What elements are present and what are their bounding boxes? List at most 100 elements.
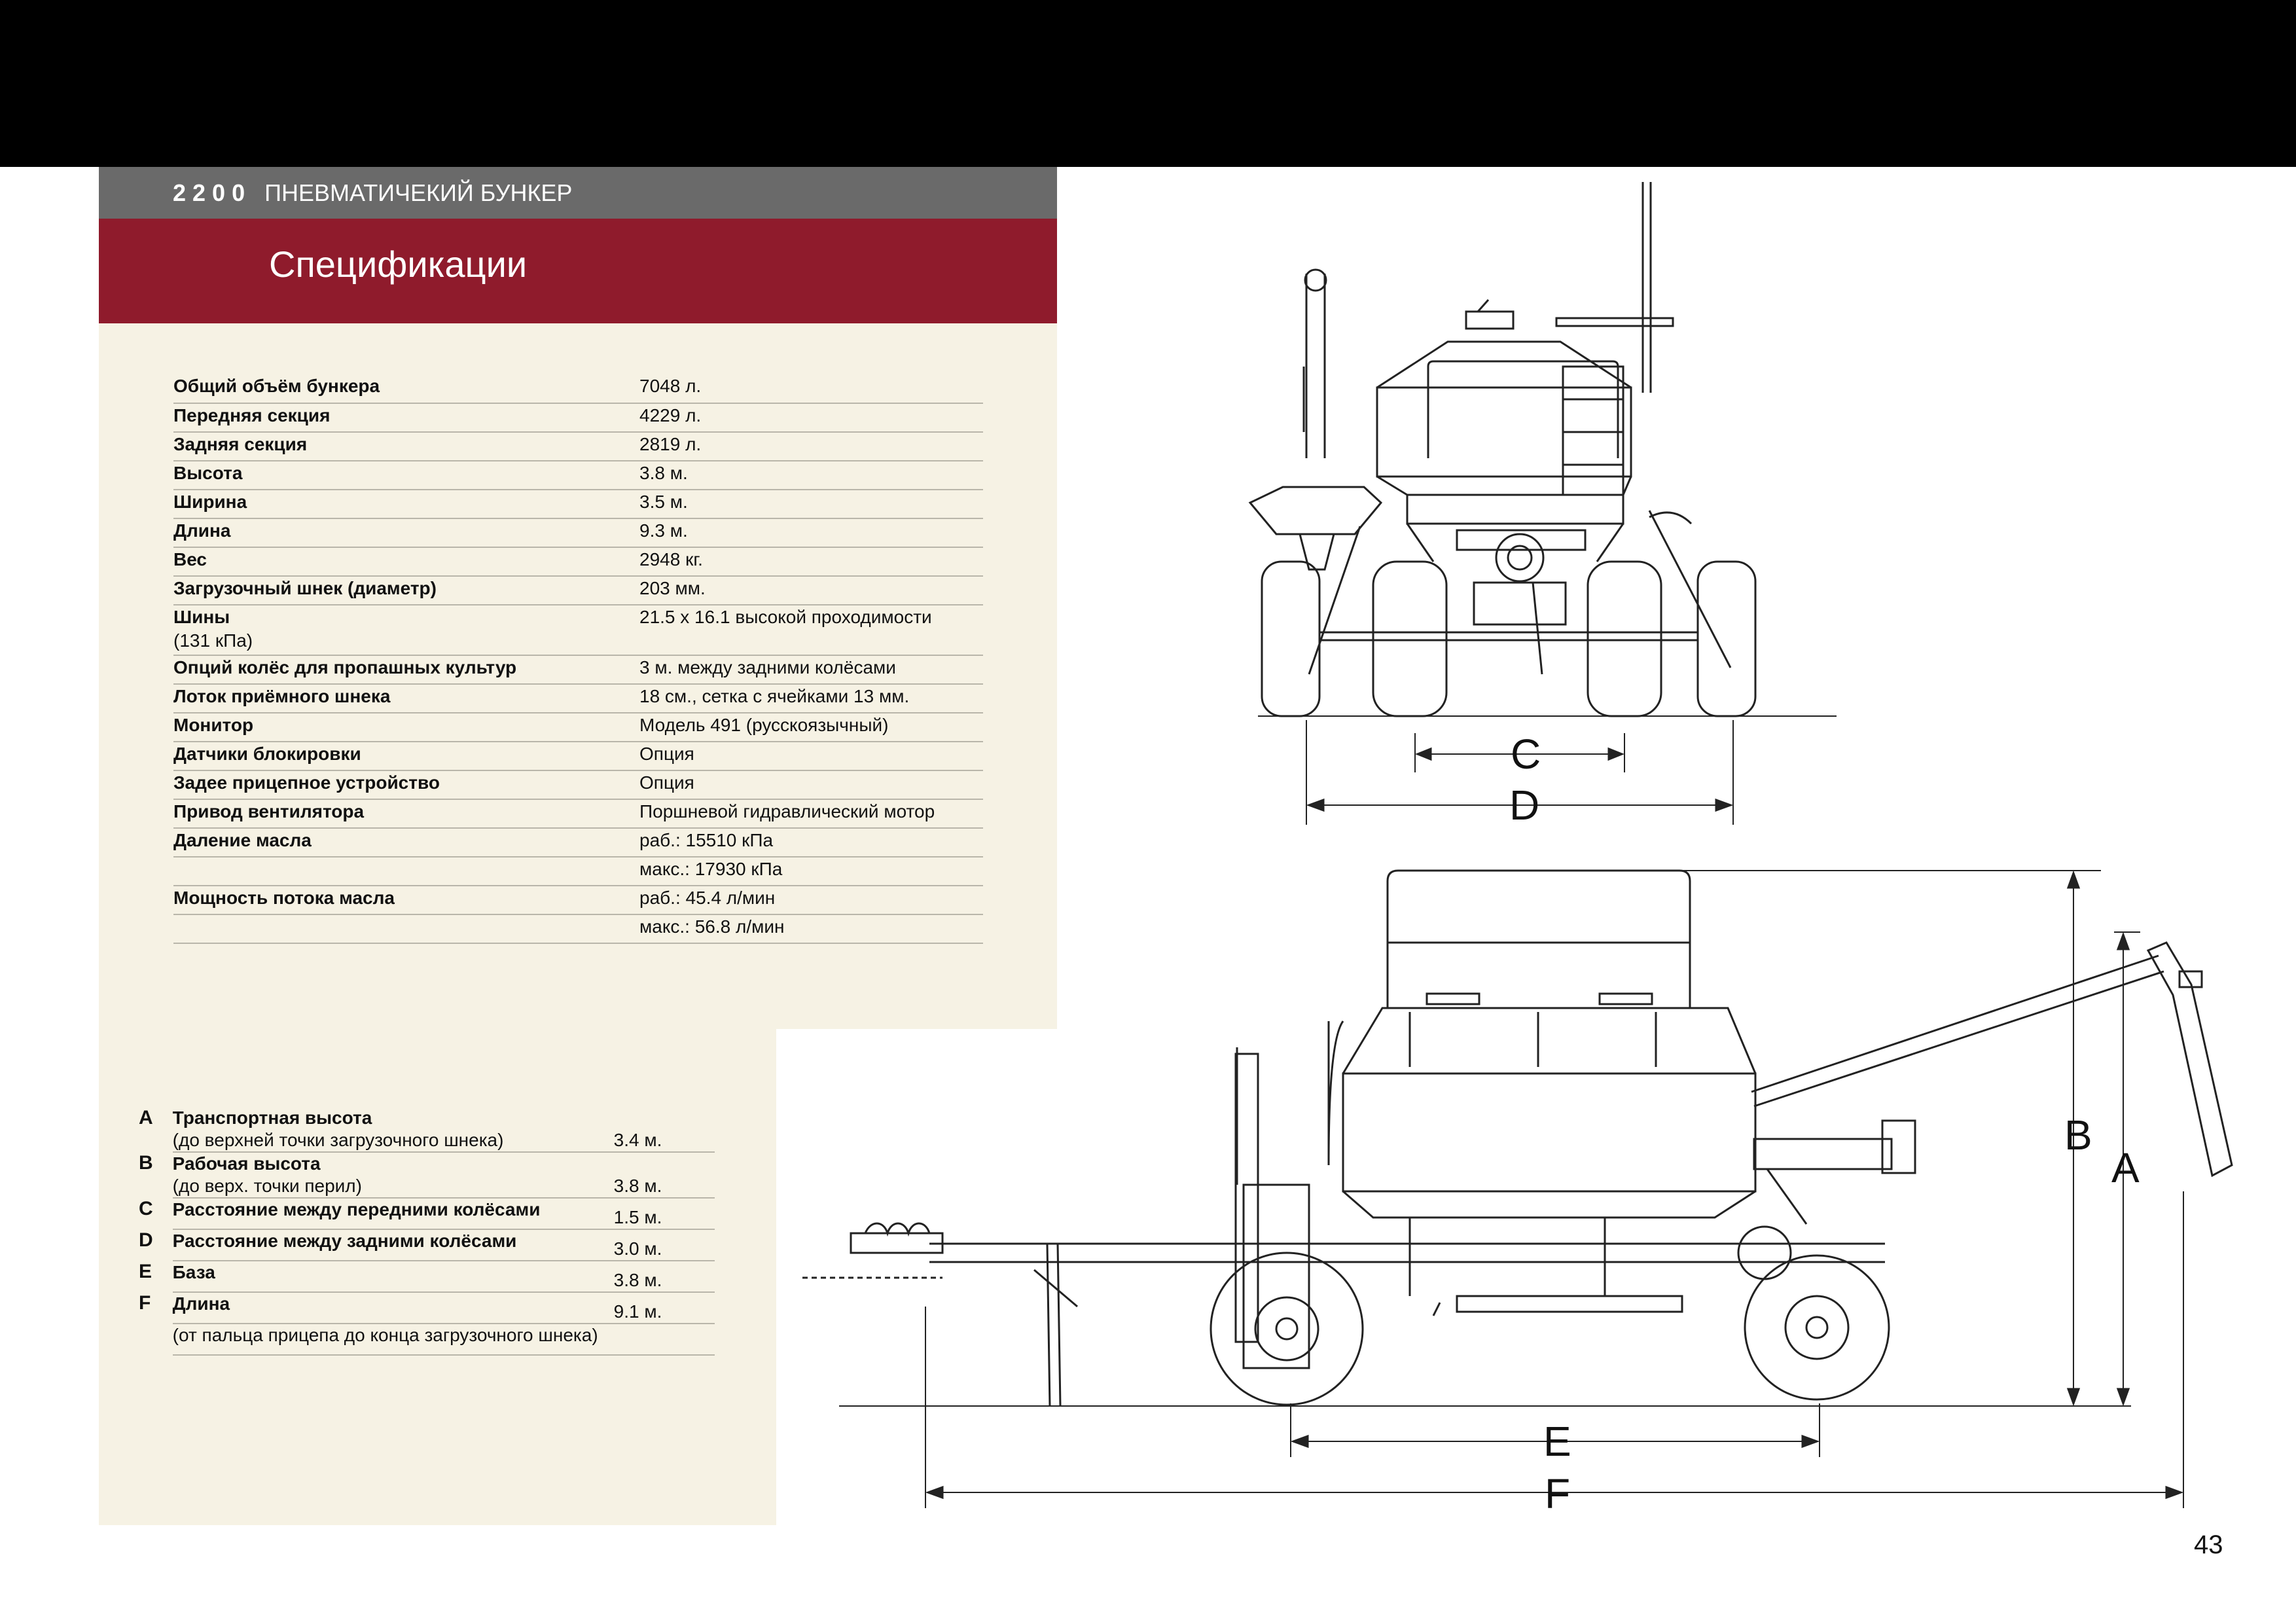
spec-row: макс.: 17930 кПа xyxy=(173,857,983,886)
spec-value: 3.5 м. xyxy=(639,490,983,519)
spec-label: Передняя секция xyxy=(173,405,331,425)
spec-value: 7048 л. xyxy=(639,374,983,404)
spec-label-cell: Передняя секция xyxy=(173,403,639,433)
dimension-note: (от пальца прицепа до конца загрузочного… xyxy=(172,1325,598,1345)
spec-row: Загрузочный шнек (диаметр) 203 мм. xyxy=(173,576,983,605)
dimension-note: (до верх. точки перил) xyxy=(172,1176,362,1196)
dimension-letter: C xyxy=(139,1198,153,1219)
spec-label-cell: Загрузочный шнек (диаметр) xyxy=(173,576,639,605)
spec-sublabel: (131 кПа) xyxy=(173,630,253,651)
spec-label-cell: Лоток приёмного шнека xyxy=(173,684,639,713)
spec-value: 2948 кг. xyxy=(639,547,983,577)
dim-label-c: C xyxy=(1511,731,1541,778)
spec-label-cell: Монитор xyxy=(173,713,639,742)
spec-value: раб.: 45.4 л/мин xyxy=(639,886,983,915)
spec-label-cell: Задее прицепное устройство xyxy=(173,770,639,800)
dim-label-e: E xyxy=(1543,1418,1571,1465)
dim-label-a: A xyxy=(2111,1144,2140,1191)
dimension-value: 3.0 м. xyxy=(613,1229,715,1261)
spec-value: макс.: 17930 кПа xyxy=(639,857,983,886)
spec-label: Мощность потока масла xyxy=(173,888,395,908)
spec-label: Задее прицепное устройство xyxy=(173,772,440,793)
spec-label: Загрузочный шнек (диаметр) xyxy=(173,578,437,598)
spec-value: 18 см., сетка с ячейками 13 мм. xyxy=(639,684,983,713)
spec-label: Монитор xyxy=(173,715,254,735)
model-header: 2200 ПНЕВМАТИЧЕКИЙ БУНКЕР xyxy=(99,167,1057,219)
dimension-name: Рабочая высота xyxy=(172,1153,321,1174)
spec-label: Датчики блокировки xyxy=(173,744,361,764)
spec-label-cell: Длина xyxy=(173,518,639,548)
spec-value: раб.: 15510 кПа xyxy=(639,828,983,857)
dimension-row: E База 3.8 м. xyxy=(139,1261,715,1293)
spec-label-cell: Датчики блокировки xyxy=(173,742,639,771)
spec-label-cell: Общий объём бункера xyxy=(173,374,639,404)
spec-value: Опция xyxy=(639,770,983,800)
spec-row: Высота 3.8 м. xyxy=(173,461,983,490)
dimension-name: База xyxy=(172,1262,215,1282)
side-view-drawing xyxy=(802,869,2233,1508)
dimension-letter: D xyxy=(139,1229,153,1251)
dimension-note: (до верхней точки загрузочного шнека) xyxy=(172,1130,504,1150)
dimension-value: 3.8 м. xyxy=(613,1261,715,1293)
spec-row: Шины (131 кПа) 21.5 x 16.1 высокой проходи… xyxy=(173,605,983,656)
spec-value: Модель 491 (русскоязычный) xyxy=(639,713,983,742)
spec-value: 203 мм. xyxy=(639,576,983,605)
top-black-band xyxy=(0,0,2296,167)
spec-label: Ширина xyxy=(173,492,247,512)
dimension-value xyxy=(613,1324,715,1356)
dim-label-f: F xyxy=(1545,1470,1570,1517)
spec-label: Опций колёс для пропашных культур xyxy=(173,657,517,677)
spec-row: Привод вентилятора Поршневой гидравлическ… xyxy=(173,799,983,829)
dimension-letter: E xyxy=(139,1261,152,1282)
spec-label: Привод вентилятора xyxy=(173,801,365,821)
spec-label-cell: Привод вентилятора xyxy=(173,799,639,829)
section-title: Спецификации xyxy=(269,244,528,285)
spec-label: Длина xyxy=(173,520,231,541)
dim-label-d: D xyxy=(1509,782,1539,829)
spec-label-cell: Вес xyxy=(173,547,639,577)
dimension-value: 1.5 м. xyxy=(613,1198,715,1230)
spec-label-cell: Шины (131 кПа) xyxy=(173,605,639,656)
dimension-name: Расстояние между задними колёсами xyxy=(172,1231,517,1251)
spec-label: Даление масла xyxy=(173,830,312,850)
model-number: 2200 xyxy=(173,179,252,206)
dimension-name-cell: База xyxy=(172,1261,614,1293)
spec-label: Вес xyxy=(173,549,207,569)
spec-row: Вес 2948 кг. xyxy=(173,547,983,577)
spec-label: Шины xyxy=(173,607,230,627)
dimension-row: (от пальца прицепа до конца загрузочного… xyxy=(139,1324,715,1356)
spec-value: Поршневой гидравлический мотор xyxy=(639,799,983,829)
spec-label-cell: Мощность потока масла xyxy=(173,886,639,915)
dimension-name-cell: (от пальца прицепа до конца загрузочного… xyxy=(172,1324,614,1356)
rear-view-drawing xyxy=(1248,182,1837,825)
spec-row: Монитор Модель 491 (русскоязычный) xyxy=(173,713,983,742)
dimension-value: 9.1 м. xyxy=(613,1292,715,1324)
dimension-row: B Рабочая высота(до верх. точки перил) 3.8… xyxy=(139,1152,715,1199)
dimension-value: 3.8 м. xyxy=(613,1152,715,1199)
dimension-row: D Расстояние между задними колёсами 3.0 м. xyxy=(139,1229,715,1261)
spec-row: Мощность потока масла раб.: 45.4 л/мин xyxy=(173,886,983,915)
spec-row: Ширина 3.5 м. xyxy=(173,490,983,519)
spec-value: 3.8 м. xyxy=(639,461,983,490)
model-subtitle: ПНЕВМАТИЧЕКИЙ БУНКЕР xyxy=(264,179,573,206)
spec-label-cell xyxy=(173,914,639,944)
spec-row: Опций колёс для пропашных культур 3 м. ме… xyxy=(173,655,983,685)
spec-row: Даление масла раб.: 15510 кПа xyxy=(173,828,983,857)
spec-value: 3 м. между задними колёсами xyxy=(639,655,983,685)
dimension-letter: B xyxy=(139,1152,153,1174)
spec-label: Задняя секция xyxy=(173,434,308,454)
section-title-bar: Спецификации xyxy=(99,219,1057,323)
spec-label-cell: Задняя секция xyxy=(173,432,639,461)
spec-label: Высота xyxy=(173,463,243,483)
dimension-name-cell: Расстояние между передними колёсами xyxy=(172,1198,614,1230)
spec-value: 21.5 x 16.1 высокой проходимости xyxy=(639,605,983,656)
